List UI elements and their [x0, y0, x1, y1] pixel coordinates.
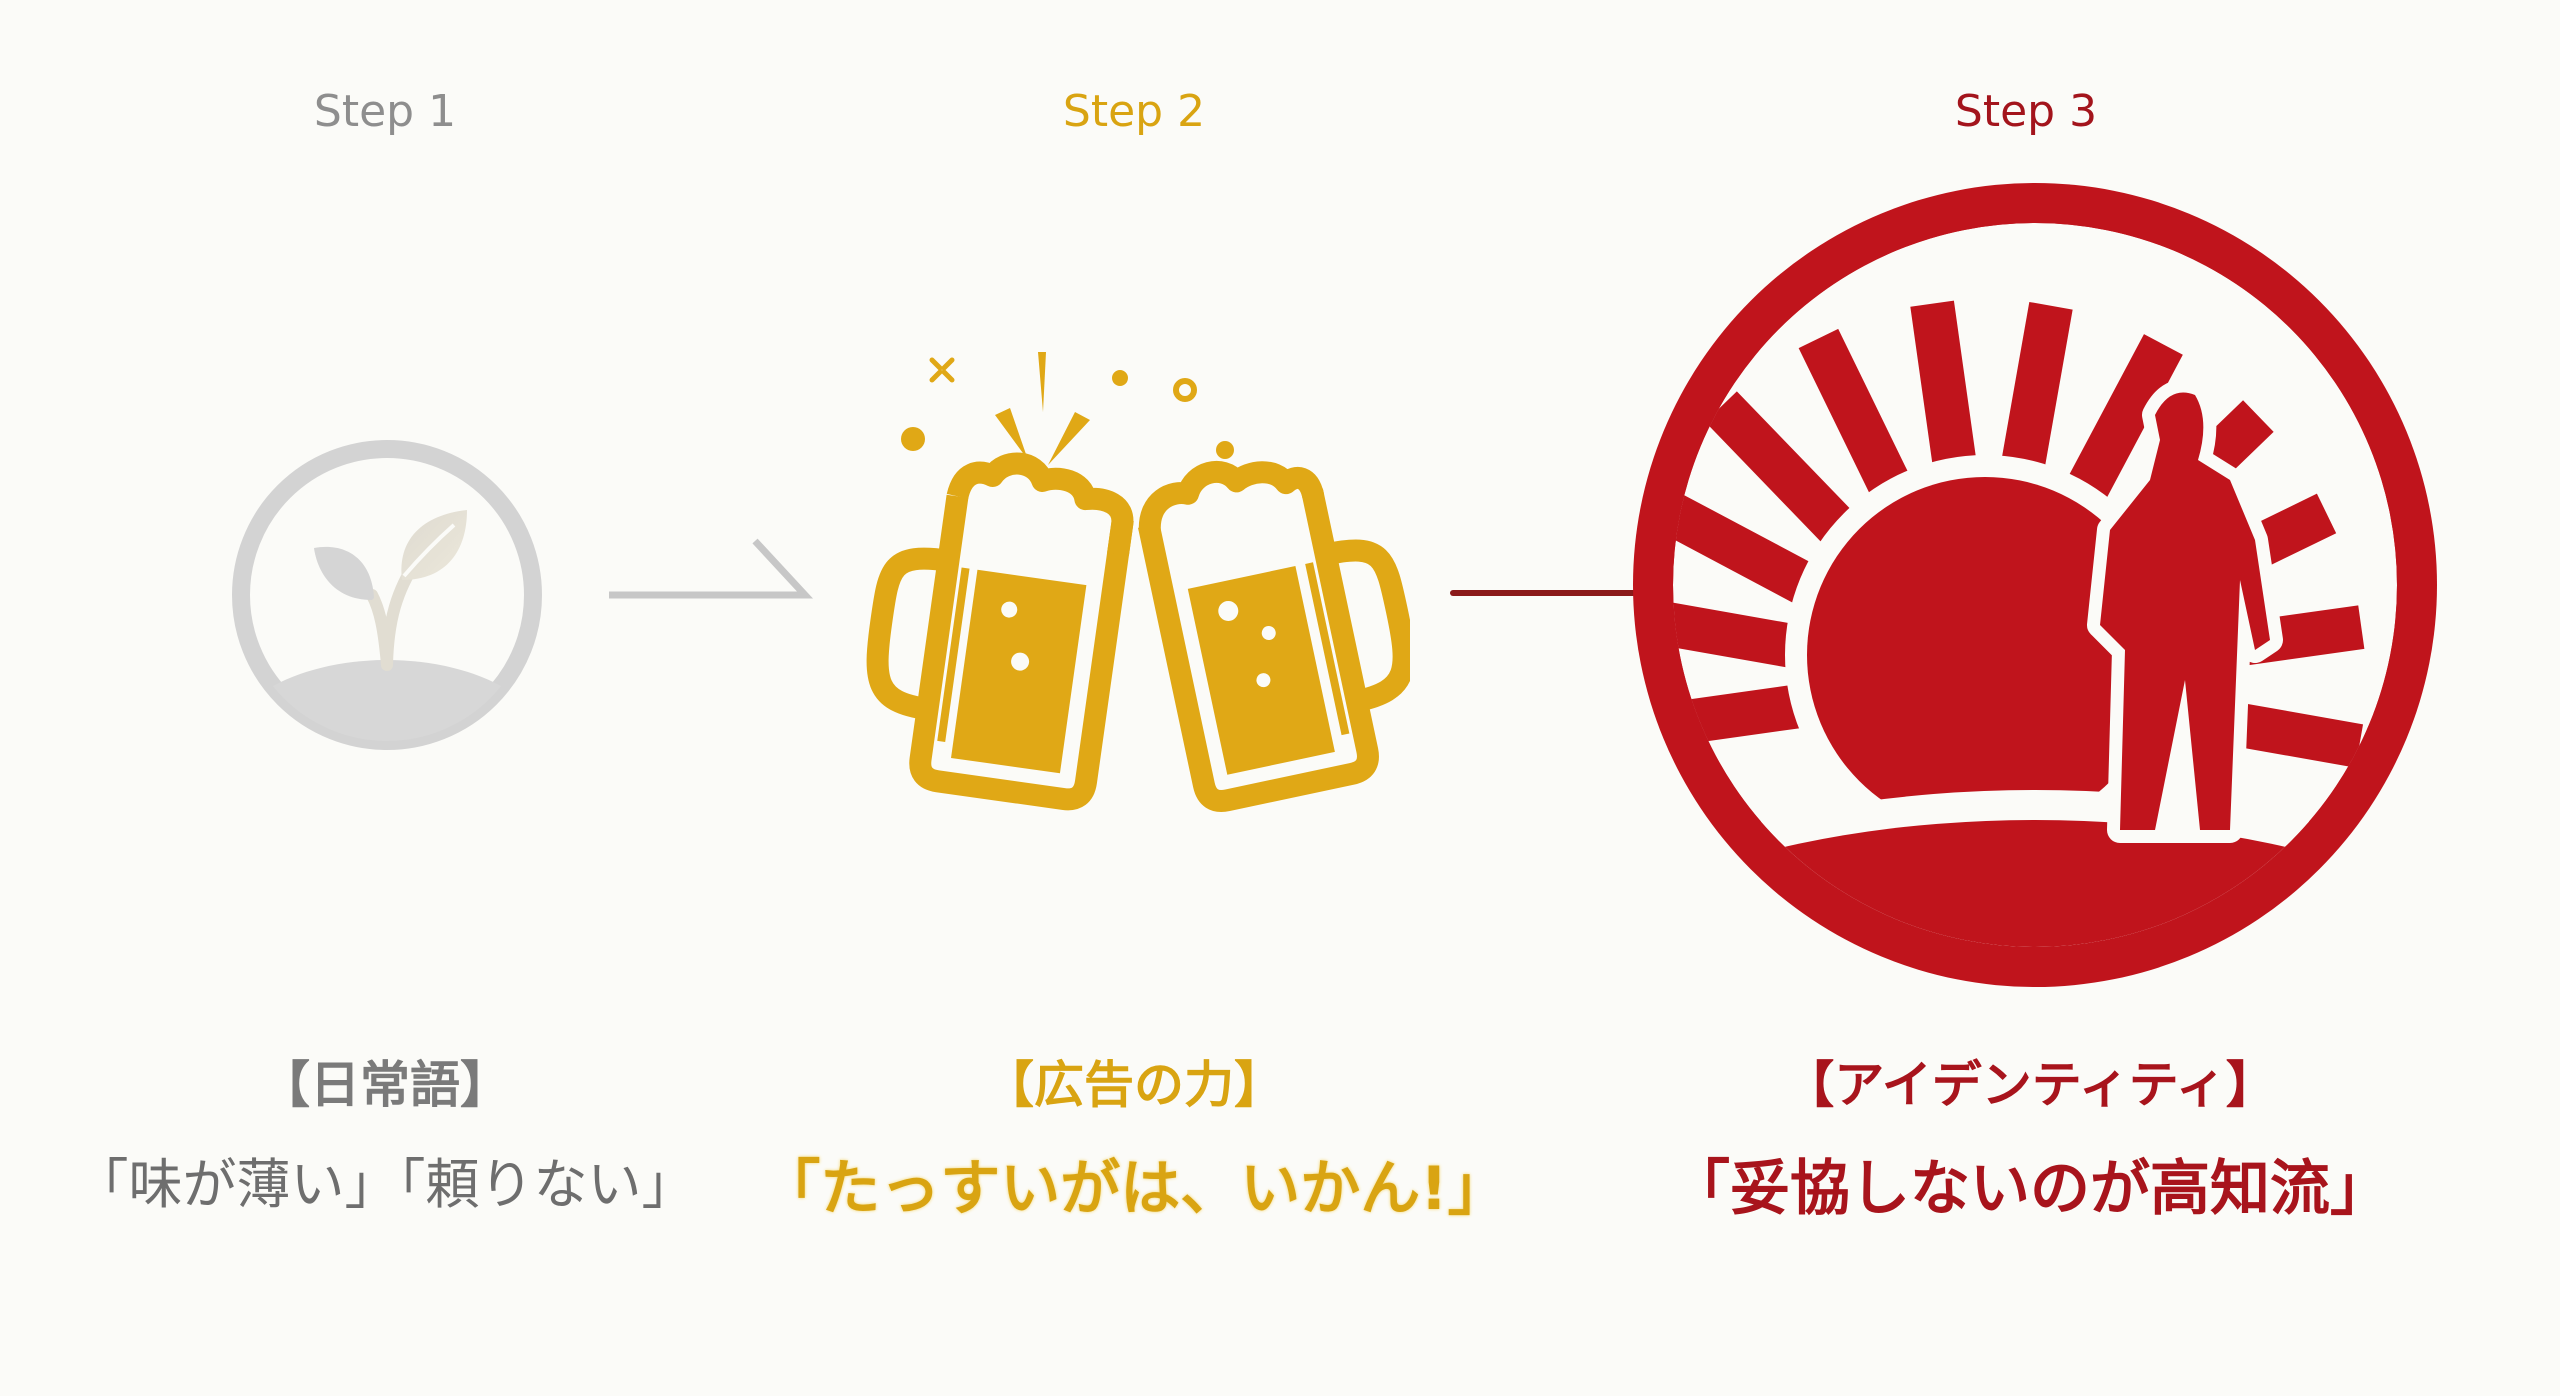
step-3-quote: 「妥協しないのが高知流」 [1670, 1154, 2390, 1224]
step-3-title: 【アイデンティティ】 [1784, 1056, 2276, 1114]
step-1-quote: 「味が薄い」「頼りない」 [74, 1153, 696, 1216]
step-2-quote: 「たっすいがは、いかん!」 [760, 1154, 1508, 1224]
line-connector [1450, 590, 1640, 596]
step-1-label: Step 1 [313, 86, 457, 137]
beer-toast-icon [866, 352, 1410, 812]
step-1-title: 【日常語】 [260, 1056, 510, 1114]
step-3-label: Step 3 [1954, 86, 2098, 137]
arrow-connector [609, 538, 814, 599]
step-2-label: Step 2 [1062, 86, 1206, 137]
step-2-title: 【広告の力】 [984, 1056, 1284, 1114]
sprout-icon [232, 440, 542, 750]
rising-sun-person-icon [1633, 183, 2437, 987]
